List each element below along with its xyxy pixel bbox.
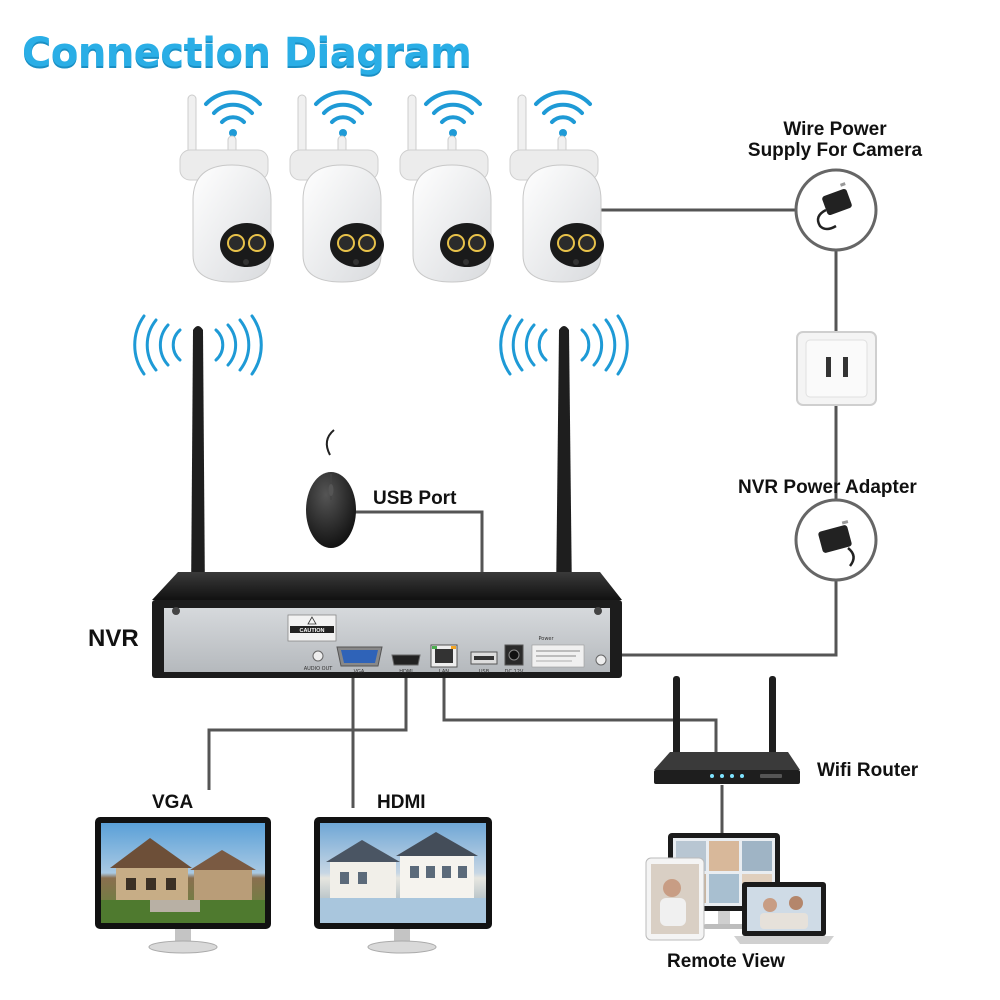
- camera-power-label: Wire Power Supply For Camera: [735, 119, 935, 161]
- hdmi-monitor: [314, 817, 492, 954]
- wifi-router: [654, 676, 800, 784]
- camera-power-label-line-1: Wire Power: [783, 119, 887, 140]
- wifi-signal-icon: [424, 90, 482, 137]
- remote-view-label: Remote View: [667, 951, 785, 972]
- lan-port-label: LAN: [439, 669, 449, 675]
- dc-port-label: DC 12V: [505, 669, 524, 675]
- usb-port-label: USB: [479, 669, 490, 675]
- usb-port-label: USB Port: [373, 488, 457, 509]
- nvr-recorder: CAUTION AUDIO OUT VGA HDMI LAN USB DC 1: [152, 572, 622, 678]
- wifi-signal-icon: [204, 90, 262, 137]
- page-title: Connection Diagram: [22, 30, 472, 76]
- nvr-power-adapter: [794, 498, 878, 582]
- lan-port: [430, 644, 458, 668]
- ptz-camera: [509, 90, 604, 283]
- wall-outlet: [796, 331, 877, 406]
- hdmi-port-label: HDMI: [399, 669, 412, 675]
- usb-mouse: [306, 429, 356, 548]
- connector-lines: [207, 208, 838, 835]
- power-label: Power: [538, 636, 554, 642]
- wifi-signal-icon: [534, 90, 592, 137]
- nvr-label: NVR: [88, 625, 139, 652]
- tablet-device: [645, 857, 705, 941]
- vga-port-label: VGA: [354, 669, 365, 675]
- power-adapter-icon: [818, 520, 855, 567]
- vga-label: VGA: [152, 792, 194, 813]
- lan-cable-line: [442, 657, 718, 752]
- ground-screw: [595, 654, 607, 666]
- power-adapter-icon: [816, 182, 852, 231]
- wireless-waves-icon: [499, 314, 629, 376]
- wifi-router-label: Wifi Router: [817, 760, 919, 781]
- wireless-waves-icon: [133, 314, 263, 376]
- ptz-camera: [289, 90, 384, 283]
- camera-power-label-line-2: Supply For Camera: [747, 140, 923, 161]
- hdmi-cable-line: [207, 670, 408, 790]
- serial-sticker: [531, 644, 585, 668]
- remote-view-devices: [645, 833, 834, 944]
- usb-port: [470, 651, 498, 665]
- hdmi-label: HDMI: [377, 792, 426, 813]
- ptz-camera: [179, 90, 274, 283]
- house-image: [101, 838, 265, 923]
- outlet-socket-icon: [826, 357, 848, 377]
- caution-sticker: CAUTION: [287, 614, 337, 642]
- nvr-power-line: [520, 580, 838, 657]
- ptz-camera: [399, 90, 494, 283]
- camera-row: [179, 90, 604, 283]
- nvr-power-adapter-label: NVR Power Adapter: [738, 477, 917, 498]
- vga-monitor: [95, 817, 271, 954]
- audio-out-label: AUDIO OUT: [304, 666, 334, 672]
- camera-power-adapter: [794, 168, 878, 252]
- vga-port: [336, 646, 383, 667]
- audio-out-port: [312, 650, 324, 662]
- house-image: [320, 832, 486, 923]
- wifi-signal-icon: [314, 90, 372, 137]
- caution-label: CAUTION: [299, 628, 324, 634]
- dc-power-port: [504, 644, 524, 666]
- laptop-device: [734, 882, 834, 944]
- hdmi-port: [391, 654, 421, 666]
